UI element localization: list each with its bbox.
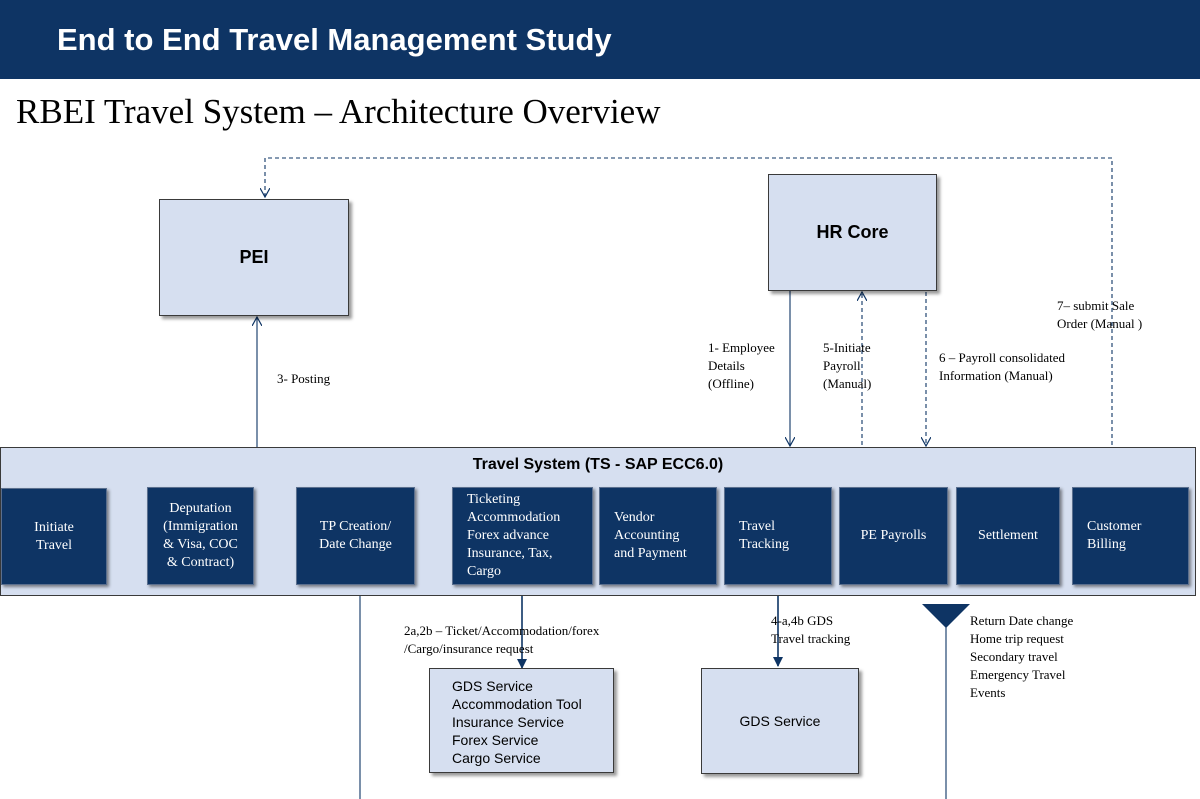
service-gds: GDS Service <box>452 678 533 694</box>
step-travel-tracking-text: Travel Tracking <box>739 519 790 552</box>
events-triangle <box>922 604 970 628</box>
step-initiate-travel: Initiate Travel <box>1 488 107 585</box>
service-accommodation: Accommodation Tool <box>452 696 582 712</box>
hr-core-box: HR Core <box>768 174 937 291</box>
label-payroll-consolidated: 6 – Payroll consolidated Information (Ma… <box>939 350 1066 383</box>
service-forex: Forex Service <box>452 732 539 748</box>
pei-label: PEI <box>239 247 269 267</box>
label-initiate-payroll: 5-Initiate Payroll (Manual) <box>823 340 872 391</box>
step-vendor-accounting: Vendor Accounting and Payment <box>599 487 717 585</box>
header-banner: End to End Travel Management Study <box>0 0 1200 79</box>
page-subtitle: RBEI Travel System – Architecture Overvi… <box>16 92 661 131</box>
label-posting: 3- Posting <box>277 371 331 386</box>
label-gds-tracking: 4-a,4b GDS Travel tracking <box>771 613 851 646</box>
step-pe-payrolls-text: PE Payrolls <box>860 528 927 543</box>
service-insurance: Insurance Service <box>452 714 565 730</box>
sale-order-connector <box>265 157 1113 487</box>
label-employee-details: 1- Employee Details (Offline) <box>708 340 775 391</box>
step-settlement: Settlement <box>956 487 1060 585</box>
travel-system-title: Travel System (TS - SAP ECC6.0) <box>472 456 724 473</box>
services-box: GDS Service Accommodation Tool Insurance… <box>429 668 614 773</box>
hr-core-label: HR Core <box>816 222 889 242</box>
label-events: Return Date change Home trip request Sec… <box>970 613 1074 700</box>
step-travel-tracking: Travel Tracking <box>724 487 832 585</box>
gds-service-box: GDS Service <box>701 668 859 774</box>
banner-title: End to End Travel Management Study <box>57 22 612 57</box>
service-cargo: Cargo Service <box>452 750 541 766</box>
gds-service-label: GDS Service <box>739 713 821 729</box>
step-tp-creation-text: TP Creation/ Date Change <box>319 519 392 552</box>
step-deputation: Deputation (Immigration & Visa, COC & Co… <box>147 487 254 585</box>
step-initiate-travel-text: Initiate Travel <box>34 519 74 553</box>
step-customer-billing-text: Customer Billing <box>1087 519 1142 552</box>
step-ticketing-text: Ticketing Accommodation Forex advance In… <box>467 492 561 579</box>
step-ticketing: Ticketing Accommodation Forex advance In… <box>452 487 593 585</box>
step-settlement-text: Settlement <box>978 528 1038 543</box>
label-ticket-request: 2a,2b – Ticket/Accommodation/forex /Carg… <box>404 623 600 656</box>
step-vendor-accounting-text: Vendor Accounting and Payment <box>614 510 687 561</box>
step-deputation-text: Deputation (Immigration & Visa, COC & Co… <box>163 501 238 570</box>
pei-box: PEI <box>159 199 349 316</box>
step-customer-billing: Customer Billing <box>1072 487 1189 585</box>
step-pe-payrolls: PE Payrolls <box>839 487 948 585</box>
step-tp-creation: TP Creation/ Date Change <box>296 487 415 585</box>
label-submit-sale-order: 7– submit Sale Order (Manual ) <box>1057 298 1143 331</box>
